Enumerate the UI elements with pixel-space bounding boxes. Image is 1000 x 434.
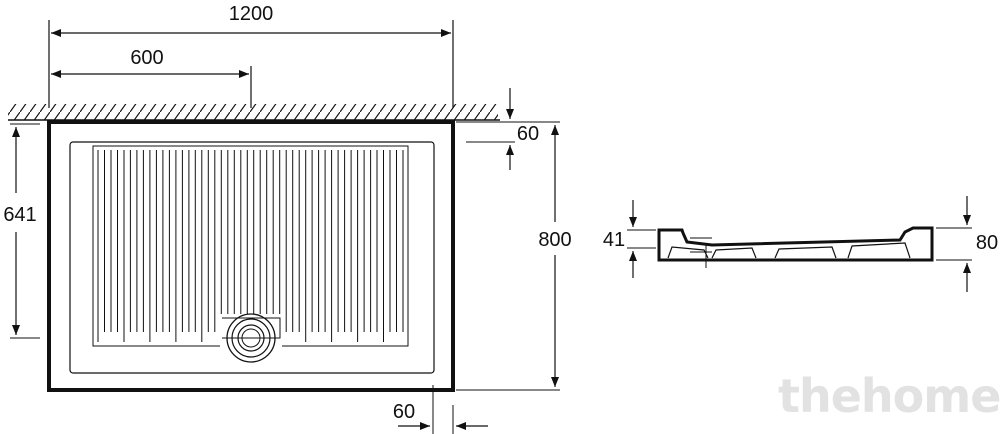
wall-hatching bbox=[8, 104, 500, 121]
dimension-drain-offset: 600 bbox=[51, 47, 252, 108]
dimension-top-rim: 60 bbox=[466, 88, 539, 170]
drain-outlet bbox=[220, 313, 282, 363]
dimension-overall-depth: 800 bbox=[456, 121, 572, 391]
dim-label-641: 641 bbox=[3, 204, 36, 226]
anti-slip-grooves bbox=[97, 150, 404, 342]
tray-inner-basin bbox=[69, 141, 435, 374]
watermark-logo: thehome bbox=[778, 369, 1000, 423]
dim-label-60-side: 60 bbox=[393, 401, 415, 423]
shower-tray-section-view bbox=[657, 226, 934, 268]
dim-label-41: 41 bbox=[603, 229, 625, 251]
dim-label-60-top: 60 bbox=[517, 123, 539, 145]
dim-label-600: 600 bbox=[130, 47, 163, 69]
dimension-inner-depth: 641 bbox=[3, 123, 40, 339]
dimension-side-rim: 60 bbox=[393, 385, 488, 434]
dim-label-80: 80 bbox=[976, 232, 998, 254]
dimension-overall-width: 1200 bbox=[48, 3, 454, 108]
tray-outer-outline bbox=[47, 120, 455, 392]
shower-tray-plan-view bbox=[47, 120, 455, 392]
dimension-total-height: 80 bbox=[936, 196, 998, 292]
dim-label-1200: 1200 bbox=[229, 3, 274, 25]
dim-label-800: 800 bbox=[538, 229, 571, 251]
section-profile bbox=[657, 226, 934, 262]
dimension-rim-height: 41 bbox=[603, 200, 656, 278]
